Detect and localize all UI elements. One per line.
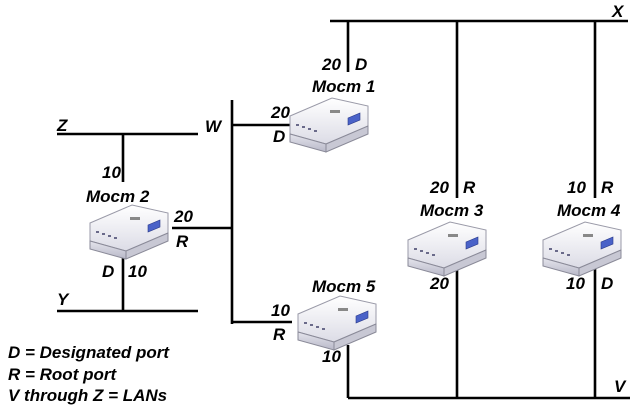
mocm4-device (542, 221, 622, 277)
mocm4-x-role: R (601, 178, 614, 197)
mocm4-v-role: D (601, 274, 613, 293)
mocm1-name: Mocm 1 (312, 77, 375, 96)
mocm2-y-role: D (102, 262, 114, 281)
mocm1-x-cost: 20 (321, 55, 341, 74)
mocm3-device (407, 221, 487, 277)
mocm5-device (297, 295, 377, 351)
mocm2-y-cost: 10 (128, 262, 147, 281)
mocm2-device (89, 204, 169, 260)
mocm1-w-cost: 20 (270, 103, 290, 122)
mocm5-name: Mocm 5 (312, 277, 376, 296)
mocm5-v-cost: 10 (322, 347, 341, 366)
mocm2-w-role: R (176, 232, 189, 251)
mocm4-x-cost: 10 (567, 178, 586, 197)
lan-z-label: Z (56, 116, 68, 135)
mocm2-z-cost: 10 (102, 163, 121, 182)
mocm1-w-role: D (273, 127, 285, 146)
legend-root: R = Root port (8, 365, 117, 384)
lan-w-label: W (205, 117, 223, 136)
legend-designated: D = Designated port (8, 343, 170, 362)
mocm1-x-role: D (355, 55, 367, 74)
legend-lans: V through Z = LANs (8, 386, 167, 405)
mocm2-w-cost: 20 (173, 207, 193, 226)
lan-v-label: V (614, 377, 627, 396)
mocm2-name: Mocm 2 (86, 187, 150, 206)
lan-y-label: Y (57, 290, 70, 309)
mocm3-name: Mocm 3 (420, 201, 484, 220)
mocm1-device (289, 97, 369, 153)
mocm3-x-cost: 20 (429, 178, 449, 197)
mocm5-w-cost: 10 (271, 301, 290, 320)
mocm3-v-cost: 20 (429, 274, 449, 293)
mocm4-v-cost: 10 (566, 274, 585, 293)
mocm4-name: Mocm 4 (557, 201, 621, 220)
lan-x-label: X (611, 2, 625, 21)
mocm3-x-role: R (463, 178, 476, 197)
mocm5-w-role: R (273, 325, 286, 344)
